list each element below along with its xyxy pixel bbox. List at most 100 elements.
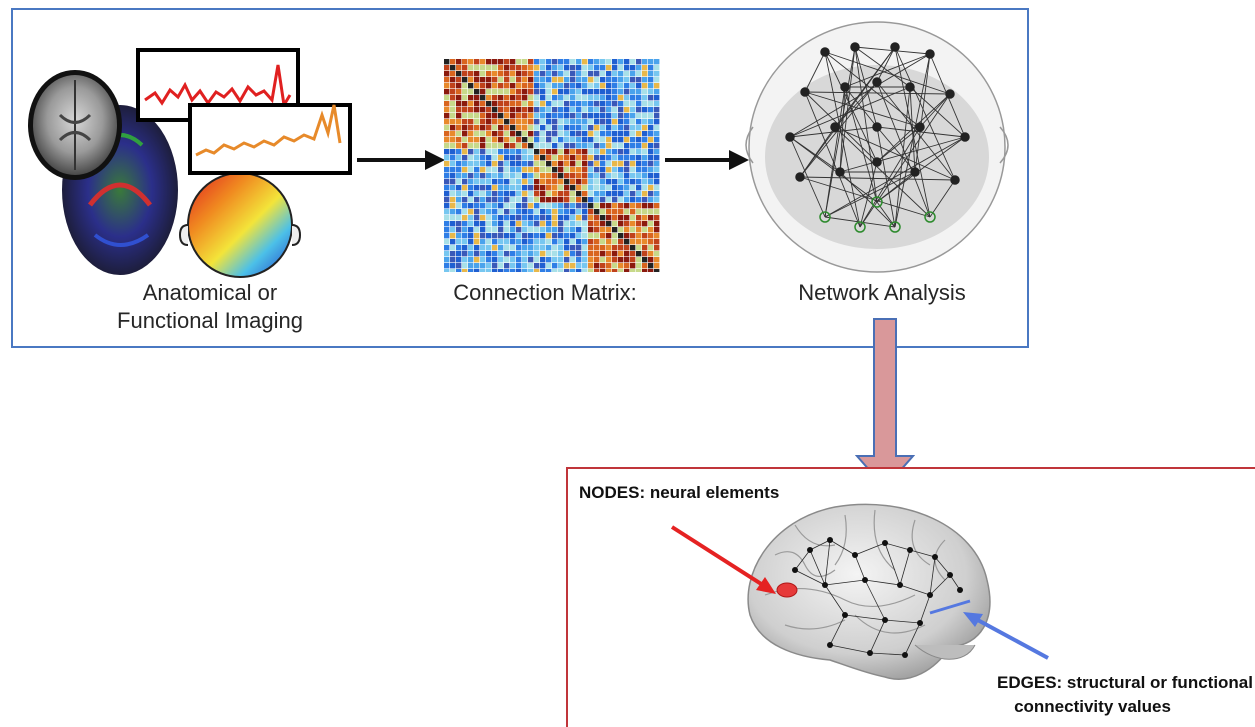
matrix-cell: [498, 191, 504, 197]
brain-edge: [864, 579, 886, 621]
matrix-cell: [468, 137, 474, 143]
matrix-cell: [594, 257, 600, 263]
matrix-cell: [504, 125, 510, 131]
matrix-cell: [636, 179, 642, 185]
matrix-cell: [522, 203, 528, 209]
matrix-cell: [588, 107, 594, 113]
matrix-cell: [570, 89, 576, 95]
matrix-cell: [636, 167, 642, 173]
network-node: [910, 167, 920, 177]
matrix-cell: [534, 221, 540, 227]
matrix-cell: [474, 209, 480, 215]
matrix-cell: [516, 107, 522, 113]
edges-label-line2: connectivity values: [1014, 697, 1171, 716]
matrix-cell: [498, 239, 504, 245]
matrix-cell: [588, 173, 594, 179]
matrix-cell: [642, 167, 648, 173]
matrix-cell: [498, 77, 504, 83]
matrix-cell: [636, 125, 642, 131]
matrix-cell: [594, 173, 600, 179]
matrix-cell: [522, 77, 528, 83]
matrix-cell: [648, 83, 654, 89]
matrix-cell: [564, 71, 570, 77]
matrix-cell: [624, 269, 630, 272]
matrix-cell: [444, 197, 450, 203]
matrix-cell: [450, 143, 456, 149]
matrix-cell: [546, 107, 552, 113]
matrix-cell: [630, 83, 636, 89]
matrix-cell: [504, 149, 510, 155]
matrix-cell: [588, 131, 594, 137]
matrix-cell: [534, 65, 540, 71]
matrix-cell: [468, 143, 474, 149]
matrix-cell: [456, 149, 462, 155]
matrix-cell: [636, 137, 642, 143]
matrix-cell: [576, 257, 582, 263]
matrix-cell: [444, 71, 450, 77]
matrix-cell: [606, 269, 612, 272]
matrix-cell: [516, 257, 522, 263]
matrix-cell: [540, 269, 546, 272]
matrix-cell: [522, 161, 528, 167]
matrix-cell: [498, 59, 504, 65]
eeg-head-map: [187, 172, 293, 278]
matrix-cell: [576, 137, 582, 143]
network-edge: [929, 179, 956, 218]
matrix-cell: [444, 89, 450, 95]
matrix-cell: [546, 155, 552, 161]
network-edge: [804, 51, 826, 93]
matrix-cell: [474, 197, 480, 203]
matrix-cell: [618, 113, 624, 119]
matrix-cell: [528, 83, 534, 89]
matrix-cell: [468, 179, 474, 185]
matrix-cell: [552, 59, 558, 65]
matrix-cell: [468, 71, 474, 77]
matrix-cell: [444, 215, 450, 221]
matrix-cell: [468, 161, 474, 167]
matrix-cell: [654, 137, 660, 143]
matrix-cell: [576, 209, 582, 215]
matrix-cell: [468, 119, 474, 125]
matrix-cell: [582, 185, 588, 191]
matrix-cell: [516, 221, 522, 227]
matrix-cell: [462, 107, 468, 113]
matrix-cell: [510, 161, 516, 167]
matrix-cell: [474, 227, 480, 233]
matrix-cell: [450, 185, 456, 191]
matrix-cell: [558, 113, 564, 119]
matrix-cell: [648, 107, 654, 113]
matrix-cell: [504, 95, 510, 101]
matrix-cell: [576, 173, 582, 179]
matrix-cell: [654, 65, 660, 71]
matrix-cell: [582, 101, 588, 107]
matrix-cell: [492, 221, 498, 227]
matrix-cell: [450, 257, 456, 263]
matrix-cell: [492, 89, 498, 95]
matrix-cell: [576, 221, 582, 227]
matrix-cell: [630, 59, 636, 65]
matrix-cell: [630, 167, 636, 173]
matrix-cell: [570, 125, 576, 131]
network-node: [889, 221, 901, 233]
matrix-cell: [492, 239, 498, 245]
matrix-cell: [630, 113, 636, 119]
matrix-cell: [510, 155, 516, 161]
matrix-cell: [552, 239, 558, 245]
matrix-cell: [456, 209, 462, 215]
matrix-cell: [624, 77, 630, 83]
matrix-cell: [594, 179, 600, 185]
matrix-cell: [558, 167, 564, 173]
brain-node: [897, 582, 903, 588]
matrix-cell: [528, 209, 534, 215]
matrix-cell: [648, 263, 654, 269]
matrix-cell: [456, 137, 462, 143]
matrix-cell: [630, 233, 636, 239]
matrix-cell: [630, 251, 636, 257]
matrix-cell: [516, 239, 522, 245]
matrix-cell: [594, 59, 600, 65]
matrix-cell: [492, 113, 498, 119]
network-edge: [789, 136, 878, 203]
matrix-cell: [534, 77, 540, 83]
matrix-cell: [456, 155, 462, 161]
matrix-cell: [630, 185, 636, 191]
